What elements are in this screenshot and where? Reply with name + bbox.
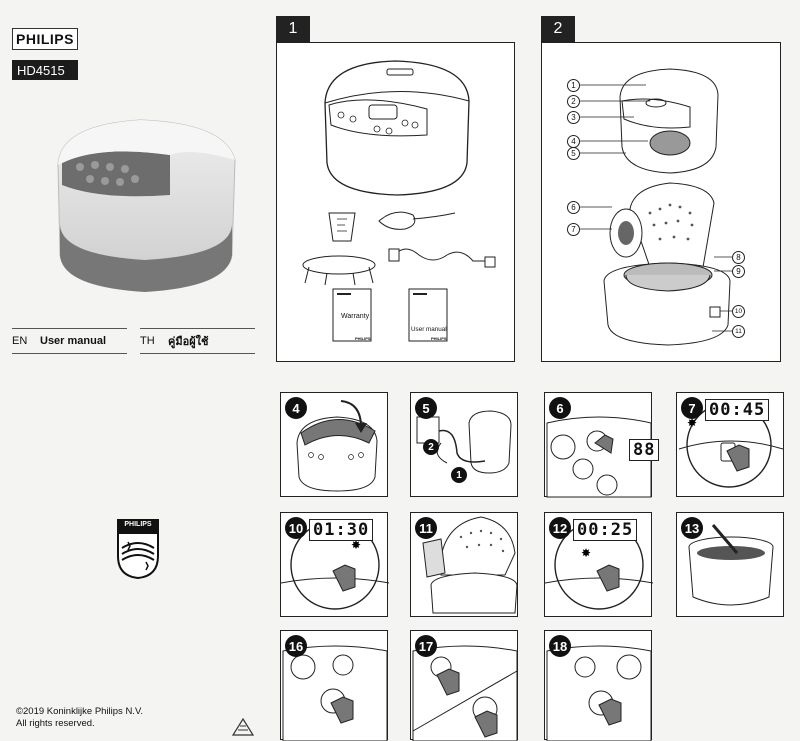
copyright-block: ©2019 Koninklijke Philips N.V. All right…	[16, 706, 143, 730]
step-17: 17	[410, 630, 518, 741]
brand-logo-box: PHILIPS	[12, 28, 78, 50]
brand-name: PHILIPS	[16, 31, 74, 47]
step-number-badge: 16	[285, 635, 307, 657]
callout: 11	[732, 325, 745, 338]
callout: 7	[567, 223, 580, 236]
inner-pot-illustration	[688, 524, 774, 606]
callout: 9	[732, 265, 745, 278]
control-panel-illustration: ✸	[280, 520, 390, 610]
lcd-display: 00:25	[573, 519, 638, 541]
control-panel-illustration	[282, 645, 388, 741]
rice-cooker-photo	[57, 119, 236, 292]
booklet-brand: PHILIPS	[431, 336, 447, 341]
step-number-badge: 5	[415, 397, 437, 419]
step-number-badge: 7	[681, 397, 703, 419]
step-number-badge: 18	[549, 635, 571, 657]
step-number-badge: 13	[681, 517, 703, 539]
step-6: 6 88	[544, 392, 660, 498]
lang-label: User manual	[40, 335, 107, 347]
callout: 6	[567, 201, 580, 214]
parts-diagram	[580, 68, 732, 346]
step-number-badge: 17	[415, 635, 437, 657]
lang-th-row: TH คู่มือผู้ใช้	[140, 328, 255, 354]
copyright-line: All rights reserved.	[16, 718, 95, 729]
control-panel-illustration	[546, 645, 652, 741]
figure-2-parts: 1 2 3 4 5 6 7 8 9 10 11	[541, 42, 781, 362]
open-lid-illustration	[422, 516, 518, 614]
package-contents-illustration	[302, 60, 496, 342]
figure-1-contents: Warranty User manual PHILIPS PHILIPS	[276, 42, 515, 362]
callout: 8	[732, 251, 745, 264]
callout: 1	[567, 79, 580, 92]
lang-label: คู่มือผู้ใช้	[168, 336, 209, 348]
step-4: 4	[280, 392, 388, 497]
sun-icon: ✸	[351, 538, 361, 552]
step-16: 16	[280, 630, 388, 741]
warranty-booklet-title: Warranty	[341, 313, 370, 320]
step-number-badge: 11	[415, 517, 437, 539]
lcd-display: 01:30	[309, 519, 374, 541]
step-7: ✸ 7 00:45	[676, 392, 784, 497]
booklet-brand: PHILIPS	[355, 336, 371, 341]
callout: 5	[567, 147, 580, 160]
lcd-display: 88	[629, 439, 660, 461]
callout: 3	[567, 111, 580, 124]
philips-shield-logo: PHILIPS	[116, 518, 160, 580]
plug-in-illustration	[416, 410, 512, 474]
step-number-badge: 4	[285, 397, 307, 419]
sun-icon: ✸	[581, 546, 591, 560]
manual-booklet-title: User manual	[411, 326, 447, 333]
step-10: ✸ 10 01:30	[280, 512, 390, 617]
copyright-line: ©2019 Koninklijke Philips N.V.	[16, 706, 144, 717]
lang-en-row: EN User manual	[12, 328, 127, 354]
step-11: 11	[410, 512, 518, 617]
step-13: 13	[676, 512, 784, 617]
model-label: HD4515	[12, 60, 78, 80]
callout: 4	[567, 135, 580, 148]
step-5: 5 2 1	[410, 392, 518, 497]
step-12: ✸ 12 00:25	[544, 512, 654, 617]
figure-number: 2	[541, 16, 575, 42]
step-18: 18	[544, 630, 652, 741]
lang-code: EN	[12, 335, 28, 347]
control-panel-illustration	[546, 416, 652, 498]
sub-step-badge: 1	[451, 467, 467, 483]
step-number-badge: 6	[549, 397, 571, 419]
step-number-badge: 12	[549, 517, 571, 539]
step-number-badge: 10	[285, 517, 307, 539]
shield-icon	[117, 519, 159, 580]
logo-text: PHILIPS	[124, 521, 152, 528]
sub-step-badge: 2	[423, 439, 439, 455]
lang-code: TH	[140, 335, 155, 347]
recycle-icon	[231, 717, 255, 736]
callout: 10	[732, 305, 745, 318]
lid-close-illustration	[296, 400, 378, 492]
callout: 2	[567, 95, 580, 108]
lcd-display: 00:45	[705, 399, 770, 421]
sun-icon: ✸	[687, 416, 697, 430]
control-panel-illustration: ✸	[544, 520, 654, 610]
figure-number: 1	[276, 16, 310, 42]
